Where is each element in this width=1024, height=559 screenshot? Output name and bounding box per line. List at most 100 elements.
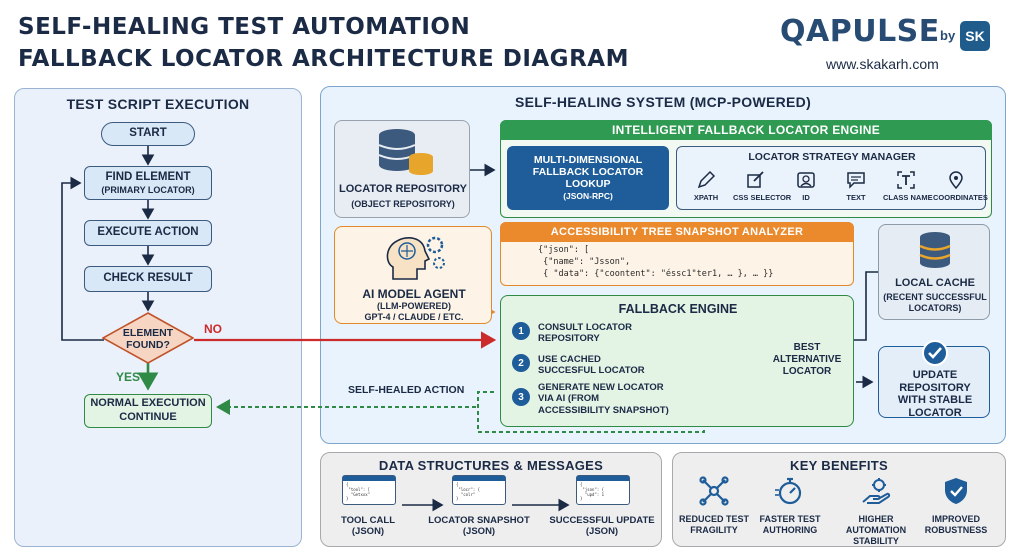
chat-icon xyxy=(847,172,865,189)
tool-call-l1: TOOL CALL xyxy=(340,515,395,526)
md-line1: MULTI-DIMENSIONAL xyxy=(533,154,643,167)
strategy-css: CSS SELECTOR xyxy=(733,169,791,202)
ai-agent-models: GPT-4 / CLAUDE / ETC. xyxy=(364,312,464,322)
execute-action-label: EXECUTE ACTION xyxy=(97,226,199,239)
strategy-id: ID xyxy=(783,169,829,202)
best-line3: LOCATOR xyxy=(782,366,832,377)
step-1-line1: CONSULT LOCATOR xyxy=(538,322,632,333)
pencil-icon xyxy=(697,170,716,189)
lsm-heading: LOCATOR STRATEGY MANAGER xyxy=(748,151,916,163)
execute-action-node: EXECUTE ACTION xyxy=(84,220,212,246)
hand-gear-icon xyxy=(862,478,891,504)
successful-update-label: SUCCESSFUL UPDATE (JSON) xyxy=(546,515,658,538)
tool-call-doc-icon: { "tool": [ "Getxxx" } xyxy=(342,475,396,505)
fallback-to-cache xyxy=(854,271,878,341)
stopwatch-icon xyxy=(775,477,802,505)
locator-snapshot-l2: (JSON) xyxy=(462,526,496,538)
upd-line4: LOCATOR xyxy=(908,406,962,419)
normal-execution-line2: CONTINUE xyxy=(119,411,177,423)
step-3-line2: VIA AI (FROM xyxy=(538,393,600,405)
accessibility-heading: ACCESSIBILITY TREE SNAPSHOT ANALYZER xyxy=(500,222,854,242)
ai-agent-title: AI MODEL AGENT xyxy=(362,287,466,301)
best-line1: BEST xyxy=(793,342,821,353)
test-script-heading: TEST SCRIPT EXECUTION xyxy=(66,96,250,112)
md-line3: LOOKUP xyxy=(565,178,611,191)
decision-diamond xyxy=(102,312,194,364)
step-3-line3: ACCESSIBILITY SNAPSHOT) xyxy=(538,404,669,416)
local-cache-sub2: LOCATORS) xyxy=(908,303,962,313)
brand-logo: QAPULSE xyxy=(780,14,940,49)
strategy-class-name: CLASS NAME xyxy=(883,169,933,202)
self-healing-heading: SELF-HEALING SYSTEM (MCP-POWERED) xyxy=(514,94,812,110)
check-result-label: CHECK RESULT xyxy=(103,272,193,285)
start-label: START xyxy=(129,127,167,140)
locator-repository-title: LOCATOR REPOSITORY xyxy=(339,183,467,195)
strategy-coordinates: COORDINATES xyxy=(933,169,988,202)
data-structures-heading: DATA STRUCTURES & MESSAGES xyxy=(378,458,604,473)
find-element-node: FIND ELEMENT (PRIMARY LOCATOR) xyxy=(84,166,212,200)
locator-snapshot-doc-icon: { "locr": { "colr" } xyxy=(452,475,506,505)
local-cache-card: LOCAL CACHE (RECENT SUCCESSFUL LOCATORS) xyxy=(878,224,990,320)
step-1: CONSULT LOCATOR REPOSITORY xyxy=(538,322,632,345)
step-3-badge: 3 xyxy=(512,388,530,406)
locator-snapshot-code: { "locr": { "colr" } xyxy=(456,482,481,502)
accessibility-code-line2: {"name": "Jsson", xyxy=(538,257,631,267)
upd-line2: REPOSITORY xyxy=(899,381,971,394)
step-2-line1: USE CACHED xyxy=(538,354,601,365)
brand-by: by xyxy=(940,28,956,43)
engine-heading: INTELLIGENT FALLBACK LOCATOR ENGINE xyxy=(500,120,992,140)
database-icon xyxy=(378,129,433,175)
multi-dimensional-lookup: MULTI-DIMENSIONAL FALLBACK LOCATOR LOOKU… xyxy=(507,146,669,210)
step-3: GENERATE NEW LOCATOR VIA AI (FROM ACCESS… xyxy=(538,382,669,416)
best-line2: ALTERNATIVE xyxy=(772,354,842,365)
normal-execution-node: NORMAL EXECUTION CONTINUE xyxy=(84,394,212,428)
normal-execution-line1: NORMAL EXECUTION xyxy=(90,397,206,410)
successful-update-l1: SUCCESSFUL UPDATE xyxy=(549,515,655,526)
fallback-engine-heading: FALLBACK ENGINE xyxy=(618,302,738,316)
successful-update-l2: (JSON) xyxy=(585,526,619,538)
step-2: USE CACHED SUCCESFUL LOCATOR xyxy=(538,354,645,377)
best-alternative-locator: BEST ALTERNATIVE LOCATOR xyxy=(762,342,852,378)
title-line-2: FALLBACK LOCATOR ARCHITECTURE DIAGRAM xyxy=(18,46,629,72)
locator-repository-sub: (OBJECT REPOSITORY) xyxy=(351,199,455,209)
successful-update-code: { "json": { "upd": 1 } xyxy=(580,482,605,502)
accessibility-code-line1: {"json": [ xyxy=(538,245,590,255)
strategy-label: COORDINATES xyxy=(933,193,988,202)
strategy-xpath: XPATH xyxy=(683,169,729,202)
title-line-1: SELF-HEALING TEST AUTOMATION xyxy=(18,14,471,40)
start-node: START xyxy=(101,122,195,146)
step-1-line2: REPOSITORY xyxy=(538,333,600,345)
md-sub: (JSON-RPC) xyxy=(563,191,613,202)
id-card-icon xyxy=(797,172,815,188)
successful-update-doc-icon: { "json": { "upd": 1 } xyxy=(576,475,630,505)
local-cache-title: LOCAL CACHE xyxy=(895,277,975,289)
strategy-text: TEXT xyxy=(833,169,879,202)
md-line2: FALLBACK LOCATOR xyxy=(532,166,644,179)
map-pin-icon xyxy=(949,171,963,190)
fallback-engine: FALLBACK ENGINE xyxy=(500,295,854,427)
locator-repository-card: LOCATOR REPOSITORY (OBJECT REPOSITORY) xyxy=(334,120,470,218)
yes-label: YES xyxy=(116,370,141,384)
find-element-label: FIND ELEMENT xyxy=(105,170,191,183)
cache-database-icon xyxy=(919,232,951,268)
check-result-node: CHECK RESULT xyxy=(84,266,212,292)
upd-line1: UPDATE xyxy=(912,369,958,381)
no-label: NO xyxy=(204,322,222,336)
check-circle-icon xyxy=(922,340,948,366)
brand-badge: SK xyxy=(960,21,990,51)
tool-call-code: { "tool": [ "Getxxx" } xyxy=(346,482,371,502)
shield-check-icon xyxy=(945,478,967,504)
strategy-label: TEXT xyxy=(846,193,866,202)
ai-model-agent-card: AI MODEL AGENT (LLM-POWERED) GPT-4 / CLA… xyxy=(334,226,492,324)
ai-brain-icon xyxy=(386,236,445,280)
ai-agent-sub: (LLM-POWERED) xyxy=(377,301,451,311)
update-repository-label: UPDATE REPOSITORY WITH STABLE LOCATOR xyxy=(879,369,991,420)
upd-line3: WITH STABLE xyxy=(897,394,973,407)
local-cache-sub1: (RECENT SUCCESSFUL xyxy=(883,292,987,302)
